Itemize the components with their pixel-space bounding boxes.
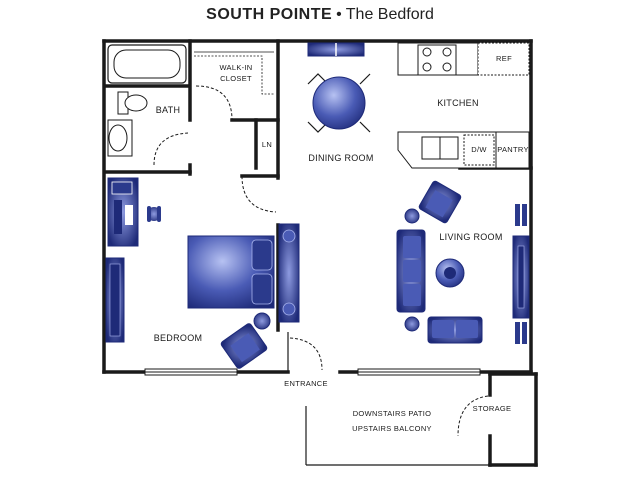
label-ln: LN [262,140,272,149]
brand-name: SOUTH POINTE [206,6,333,23]
end-table-bottom [404,316,420,332]
plan-title: SOUTH POINTE•The Bedford [0,6,640,24]
door-swings [153,85,489,437]
label-ref: REF [496,54,512,63]
label-walk-in-closet-2: CLOSET [220,74,252,83]
dresser [105,257,125,343]
toilet [117,91,148,115]
speakers [515,204,527,344]
label-patio-1: DOWNSTAIRS PATIO [353,409,432,418]
kitchen-counters [397,42,530,169]
title-separator: • [336,6,342,23]
windows [144,368,481,376]
media-cabinet [278,223,300,323]
label-storage: STORAGE [473,404,512,413]
tv-console [512,235,530,319]
label-bedroom: BEDROOM [154,333,203,343]
end-table-top [404,208,420,224]
bath-sink [107,119,133,157]
dining-chairs [307,73,371,133]
bathtub [107,44,187,84]
nightstand [253,312,271,330]
desk-chair [147,206,161,222]
desk [107,177,139,247]
closet-shelves [194,51,274,95]
sofa [396,229,426,313]
label-dw: D/W [471,145,487,154]
coffee-table [435,258,465,288]
patio-outline [287,332,490,466]
dining-sideboard [307,42,365,57]
dining-table [312,76,366,130]
label-pantry: PANTRY [497,145,529,154]
loveseat [427,316,483,344]
label-kitchen: KITCHEN [437,98,479,108]
label-walk-in-closet-1: WALK-IN [219,63,252,72]
label-patio-2: UPSTAIRS BALCONY [352,424,432,433]
plan-name: The Bedford [345,6,434,23]
bed [187,235,275,309]
label-living-room: LIVING ROOM [439,232,502,242]
label-entrance: ENTRANCE [284,379,328,388]
label-dining-room: DINING ROOM [308,153,373,163]
bedroom-armchair [220,323,268,369]
label-bath: BATH [156,105,181,115]
living-armchair [418,180,462,224]
